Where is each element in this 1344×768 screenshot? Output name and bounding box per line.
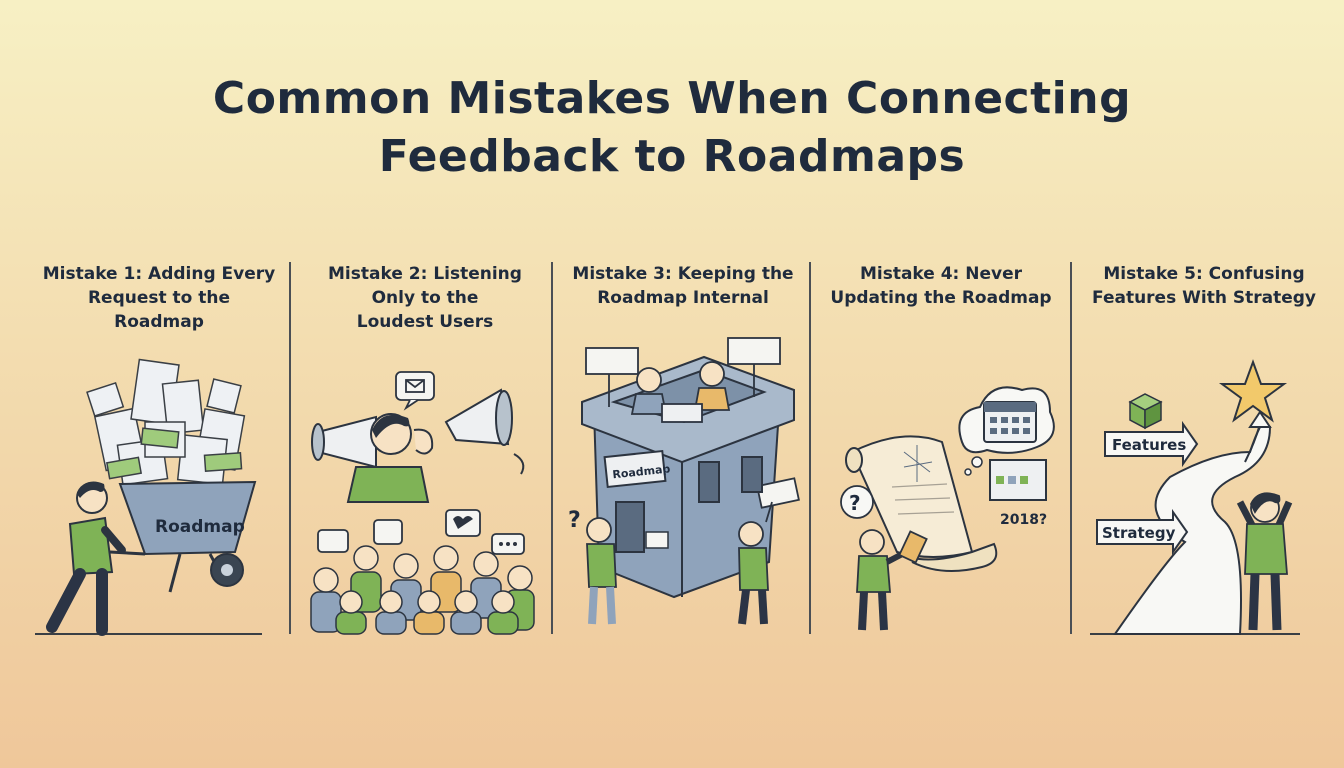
panel-divider	[289, 262, 291, 634]
mistake-1-panel: Mistake 1: Adding Every Request to the R…	[30, 262, 288, 642]
mistake-4-panel: Mistake 4: Never Updating the Roadmap 20…	[812, 262, 1070, 642]
svg-text:Strategy: Strategy	[1102, 524, 1176, 542]
mistake-5-heading: Mistake 5: Confusing Features With Strat…	[1092, 264, 1316, 308]
mistake-1-heading: Mistake 1: Adding Every Request to the R…	[42, 264, 276, 332]
megaphone-icon	[311, 388, 525, 475]
people-at-top-icon	[630, 361, 731, 423]
star-goal-icon	[1218, 359, 1288, 423]
svg-text:Features: Features	[1112, 436, 1186, 454]
question-mark: ?	[849, 491, 861, 515]
mistake-4-heading: Mistake 4: Never Updating the Roadmap	[830, 264, 1052, 308]
dusty-scroll-icon	[845, 435, 998, 572]
mistake-3-heading: Mistake 3: Keeping the Roadmap Internal	[572, 264, 794, 308]
internal-tower-illustration: Roadmap ?	[568, 337, 800, 625]
confused-person-icon	[1236, 492, 1293, 631]
message-bubble-icon	[395, 371, 435, 411]
panel-divider	[809, 262, 811, 634]
mistake-3-panel: Mistake 3: Keeping the Roadmap Internal	[554, 262, 812, 642]
mistake-5-panel: Mistake 5: Confusing Features With Strat…	[1075, 262, 1333, 642]
person-pushing-icon	[46, 481, 126, 636]
panel-divider	[1070, 262, 1072, 634]
strategy-arrow: Strategy	[1096, 508, 1189, 556]
title-line-1: Common Mistakes When Connecting	[212, 73, 1132, 124]
features-vs-strategy-illustration: Features Strategy	[1090, 359, 1300, 635]
roadmap-sign-label: Roadmap	[612, 462, 671, 481]
paper-pile-icon	[86, 358, 246, 486]
year-label: 2018?	[1000, 512, 1047, 528]
page-title: Common Mistakes When Connecting Feedback…	[0, 70, 1344, 186]
question-mark: ?	[568, 508, 581, 533]
shouting-person-icon	[346, 413, 434, 503]
calendar-icon	[958, 386, 1055, 454]
loud-users-illustration	[310, 371, 535, 635]
outside-person-icon	[586, 517, 769, 625]
features-arrow: Features	[1104, 420, 1199, 468]
title-line-2: Feedback to Roadmaps	[378, 131, 966, 182]
confused-person-icon	[840, 485, 928, 631]
feature-cube-icon	[1128, 393, 1163, 430]
outdated-roadmap-illustration: 2018? ?	[840, 386, 1055, 631]
mistake-2-panel: Mistake 2: Listening Only to the Loudest…	[296, 262, 554, 642]
overloaded-wheelbarrow-illustration: Roadmap	[35, 358, 262, 636]
crowd-icon	[310, 545, 535, 635]
wheelbarrow-icon	[109, 480, 257, 593]
panel-divider	[551, 262, 553, 634]
mistake-2-heading: Mistake 2: Listening Only to the Loudest…	[328, 264, 522, 332]
cart-label: Roadmap	[155, 517, 245, 537]
